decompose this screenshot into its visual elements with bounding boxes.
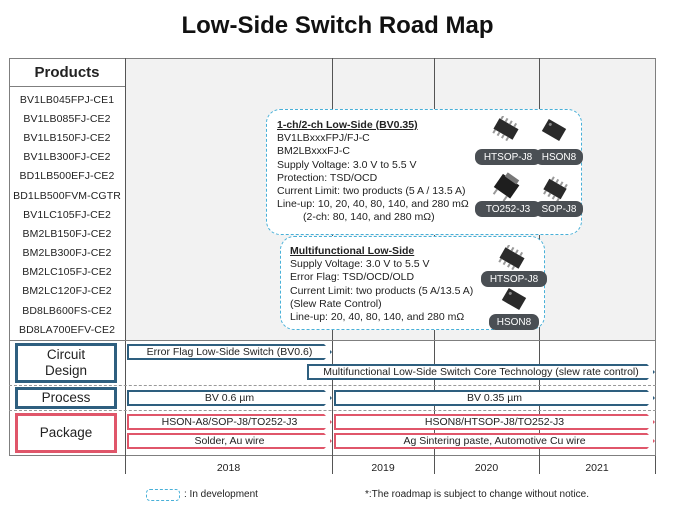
package-badge: HTSOP-J8 bbox=[481, 271, 547, 287]
product-list: BV1LB045FPJ-CE1 BV1LB085FJ-CE2 BV1LB150F… bbox=[9, 90, 125, 339]
bubble-line: Protection: TSD/OCD bbox=[277, 171, 378, 184]
bubble-line: Current Limit: two products (5 A/13.5 A) bbox=[290, 284, 474, 297]
page-title: Low-Side Switch Road Map bbox=[181, 12, 494, 39]
product-item: BV1LB045FPJ-CE1 bbox=[19, 93, 115, 106]
bubble-line: Current Limit: two products (5 A / 13.5 … bbox=[277, 185, 466, 198]
hson8-chip-icon bbox=[501, 287, 527, 311]
row-label-package: Package bbox=[15, 413, 117, 453]
package-badge: TO252-J3 bbox=[475, 201, 541, 217]
package-arrow-2018: HSON-A8/SOP-J8/TO252-J3 bbox=[127, 414, 332, 430]
row-label-circuit-design: Circuit Design bbox=[15, 343, 117, 383]
row-label-text: Package bbox=[39, 425, 93, 440]
bubble-line: BV1LBxxxFPJ/FJ-C bbox=[277, 132, 370, 145]
products-header: Products bbox=[34, 63, 100, 81]
product-item: BV1LB300FJ-CE2 bbox=[23, 151, 111, 164]
package-badge: HSON8 bbox=[489, 314, 539, 330]
process-arrow-bv06: BV 0.6 µm bbox=[127, 390, 332, 406]
assembly-arrow-2019: Ag Sintering paste, Automotive Cu wire bbox=[334, 433, 655, 449]
package-badge: HSON8 bbox=[535, 149, 583, 165]
bubble-line: Line-up: 10, 20, 40, 80, 140, and 280 mΩ bbox=[277, 198, 469, 211]
process-arrow-bv035: BV 0.35 µm bbox=[334, 390, 655, 406]
circuit-arrow-core-technology: Multifunctional Low-Side Switch Core Tec… bbox=[307, 364, 655, 380]
year-label: 2019 bbox=[371, 462, 395, 474]
year-label: 2021 bbox=[585, 462, 609, 474]
header-rule bbox=[9, 86, 125, 87]
rule-package bbox=[9, 410, 656, 411]
bubble-line: Supply Voltage: 3.0 V to 5.5 V bbox=[277, 158, 417, 171]
product-item: BD1LB500EFJ-CE2 bbox=[19, 170, 115, 183]
lineup-bubble-bv035: 1-ch/2-ch Low-Side (BV0.35) BV1LBxxxFPJ/… bbox=[266, 109, 583, 235]
divider-end bbox=[655, 456, 656, 474]
rule-circuit bbox=[9, 340, 656, 341]
product-item: BD1LB500FVM-CGTR bbox=[13, 189, 121, 202]
bubble-title: Multifunctional Low-Side bbox=[290, 245, 415, 257]
bubble-line: (Slew Rate Control) bbox=[290, 297, 382, 310]
product-item: BD8LB600FS-CE2 bbox=[22, 304, 112, 317]
bubble-title: 1-ch/2-ch Low-Side (BV0.35) bbox=[277, 119, 418, 131]
row-label-text: Process bbox=[41, 390, 91, 405]
bubble-line: Line-up: 20, 40, 80, 140, and 280 mΩ bbox=[290, 311, 465, 324]
sop-j8-chip-icon bbox=[543, 176, 568, 202]
product-item: BM2LB150FJ-CE2 bbox=[22, 227, 112, 240]
product-item: BV1LB085FJ-CE2 bbox=[23, 112, 111, 125]
divider-products bbox=[125, 58, 126, 474]
product-item: BD8LA700EFV-CE2 bbox=[18, 323, 116, 336]
circuit-arrow-error-flag: Error Flag Low-Side Switch (BV0.6) bbox=[127, 344, 332, 360]
disclaimer-note: *:The roadmap is subject to change witho… bbox=[365, 489, 590, 500]
product-item: BM2LB300FJ-CE2 bbox=[22, 247, 112, 260]
bubble-line: Supply Voltage: 3.0 V to 5.5 V bbox=[290, 258, 430, 271]
year-label: 2020 bbox=[474, 462, 499, 474]
assembly-arrow-2018: Solder, Au wire bbox=[127, 433, 332, 449]
legend-label: : In development bbox=[184, 489, 258, 500]
hson8-chip-icon bbox=[541, 118, 567, 142]
package-badge: HTSOP-J8 bbox=[475, 149, 541, 165]
row-label-text: Circuit Design bbox=[44, 347, 88, 378]
multifunctional-bubble: Multifunctional Low-Side Supply Voltage:… bbox=[280, 236, 547, 330]
package-arrow-2019: HSON8/HTSOP-J8/TO252-J3 bbox=[334, 414, 655, 430]
product-item: BM2LC105FJ-CE2 bbox=[22, 266, 112, 279]
rule-process bbox=[9, 385, 656, 386]
htsop-j8-chip-icon bbox=[492, 116, 519, 142]
row-label-process: Process bbox=[15, 387, 117, 409]
bubble-line: BM2LBxxxFJ-C bbox=[277, 145, 350, 158]
year-label: 2018 bbox=[216, 462, 241, 474]
in-development-legend-swatch bbox=[146, 489, 180, 501]
product-item: BM2LC120FJ-CE2 bbox=[22, 285, 112, 298]
bubble-line: (2-ch: 80, 140, and 280 mΩ) bbox=[303, 211, 435, 224]
product-item: BV1LC105FJ-CE2 bbox=[23, 208, 111, 221]
bubble-line: Error Flag: TSD/OCD/OLD bbox=[290, 271, 415, 284]
to252-j3-chip-icon bbox=[492, 172, 520, 202]
product-item: BV1LB150FJ-CE2 bbox=[23, 131, 111, 144]
htsop-j8-chip-icon bbox=[498, 245, 525, 271]
package-badge: SOP-J8 bbox=[535, 201, 583, 217]
